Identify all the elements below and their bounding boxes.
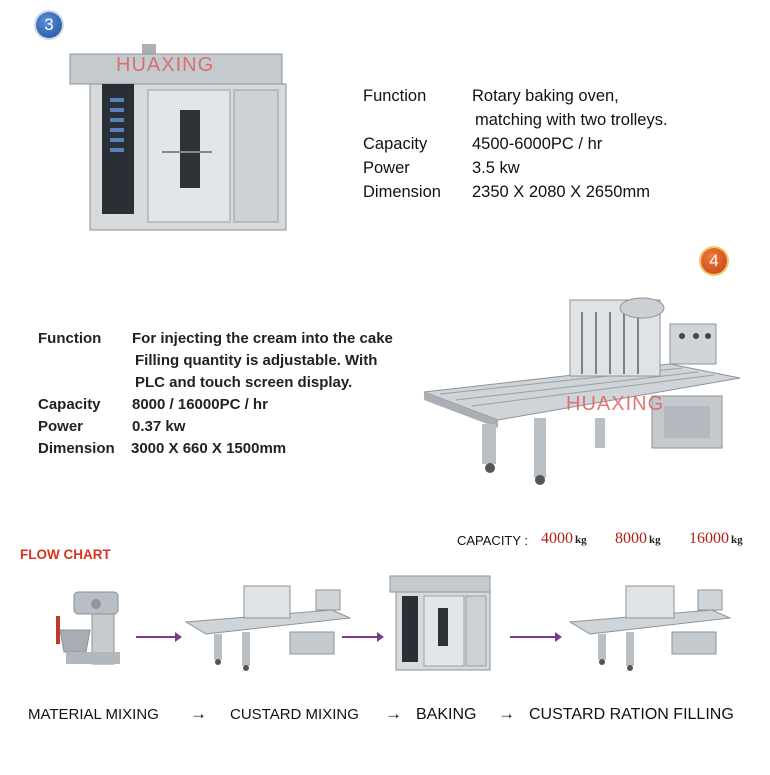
flow-step-label: CUSTARD RATION FILLING bbox=[529, 706, 734, 723]
spec-value: 0.37 kw bbox=[132, 418, 186, 435]
flow-step-label: MATERIAL MIXING bbox=[28, 706, 159, 723]
spec-value: Filling quantity is adjustable. With bbox=[135, 352, 378, 369]
spec-label: Dimension bbox=[38, 440, 115, 457]
flow-arrow-icon: → bbox=[498, 704, 515, 723]
spec-value: 2350 X 2080 X 2650mm bbox=[472, 183, 650, 201]
spec-value: PLC and touch screen display. bbox=[135, 374, 353, 391]
spec-label: Function bbox=[363, 87, 427, 105]
brand-watermark: HUAXING bbox=[116, 54, 215, 76]
capacity-unit: kg bbox=[575, 534, 587, 546]
spec-value: 3.5 kw bbox=[472, 159, 520, 177]
capacity-value: 8000 bbox=[615, 530, 647, 547]
custard-mixing-machine-image bbox=[184, 585, 352, 671]
flow-connector-arrow-icon bbox=[136, 632, 182, 642]
capacity-unit: kg bbox=[649, 534, 661, 546]
rotary-oven-image bbox=[69, 44, 287, 231]
flow-step-label: BAKING bbox=[416, 706, 477, 723]
flow-arrow-icon: → bbox=[385, 704, 402, 723]
capacity-unit: kg bbox=[731, 534, 743, 546]
baking-oven-image bbox=[389, 575, 491, 671]
injector-specs: Function For injecting the cream into th… bbox=[38, 328, 418, 460]
flow-step-label: CUSTARD MIXING bbox=[230, 706, 359, 723]
flow-connector-arrow-icon bbox=[510, 632, 562, 642]
section-number-badge: 3 bbox=[36, 12, 62, 38]
oven-specs: Function Rotary baking oven, matching wi… bbox=[363, 84, 763, 204]
brand-watermark: HUAXING bbox=[566, 393, 665, 415]
spec-value: 8000 / 16000PC / hr bbox=[132, 396, 268, 413]
flow-arrow-icon: → bbox=[190, 704, 207, 723]
spec-value: 3000 X 660 X 1500mm bbox=[131, 440, 287, 457]
spec-label: Capacity bbox=[363, 135, 428, 153]
spec-value: 4500-6000PC / hr bbox=[472, 135, 603, 153]
capacity-value: 16000 bbox=[689, 530, 729, 547]
flow-connector-arrow-icon bbox=[342, 632, 384, 642]
capacity-label: CAPACITY : bbox=[457, 533, 529, 548]
spec-label: Dimension bbox=[363, 183, 441, 201]
spec-label: Power bbox=[38, 418, 84, 435]
spec-value: For injecting the cream into the cake bbox=[132, 330, 393, 347]
spec-label: Power bbox=[363, 159, 410, 177]
capacity-value: 4000 bbox=[541, 530, 573, 547]
mixer-image bbox=[56, 591, 120, 665]
custard-filling-machine-image bbox=[568, 585, 732, 671]
flow-chart-title: FLOW CHART bbox=[20, 547, 111, 562]
section-number-badge: 4 bbox=[701, 248, 727, 274]
spec-value: matching with two trolleys. bbox=[475, 111, 668, 129]
spec-label: Function bbox=[38, 330, 102, 347]
cream-injector-image bbox=[423, 297, 741, 485]
spec-label: Capacity bbox=[38, 396, 101, 413]
spec-value: Rotary baking oven, bbox=[472, 87, 619, 105]
